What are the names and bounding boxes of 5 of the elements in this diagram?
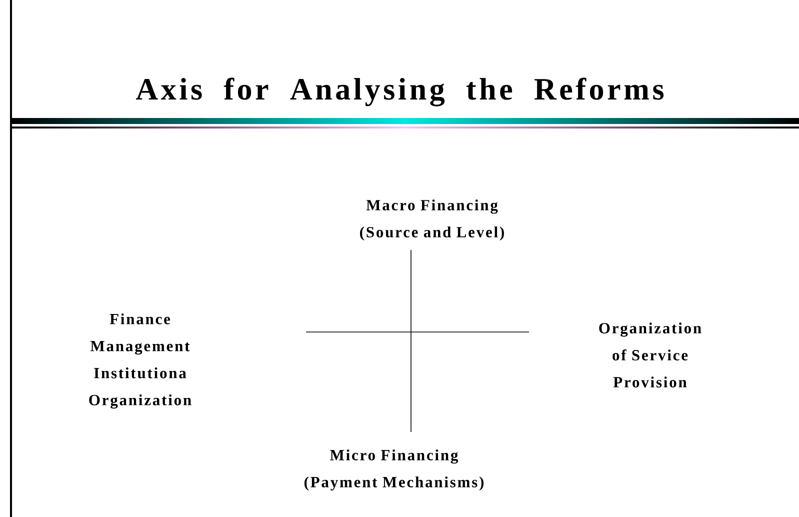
axis-label: Organization of Service Provision xyxy=(599,322,702,388)
axis-label: Macro Financing (Source and Level) xyxy=(360,199,504,241)
axis-label: Micro Financing (Payment Mechanisms) xyxy=(304,449,484,491)
title: Axis for Analysing the Reforms xyxy=(136,78,664,106)
axis-label: Finance Management Institutiona Organization xyxy=(89,313,192,409)
